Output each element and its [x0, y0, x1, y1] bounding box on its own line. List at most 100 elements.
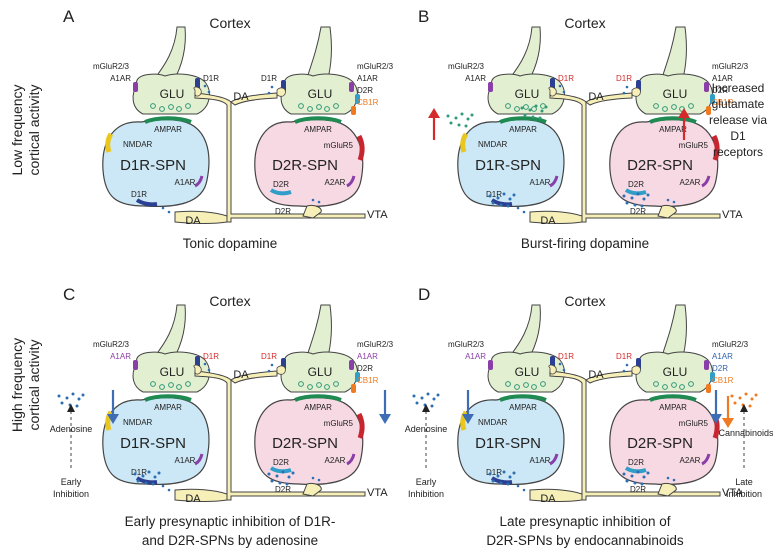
adenosine-dots — [57, 392, 85, 408]
glu-right-label: GLU — [663, 365, 688, 379]
glu-right-label: GLU — [308, 87, 333, 101]
d1-d1r-label: D1R — [131, 468, 147, 477]
right-mglur23-label: mGluR2/3 — [712, 340, 749, 349]
vta-label: VTA — [722, 487, 743, 499]
caption-line-1: D2R-SPNs by endocannabinoids — [486, 533, 684, 548]
ampar-right-label: AMPAR — [304, 125, 332, 134]
adenosine-label: Adenosine — [405, 424, 448, 434]
late-inhibition-line-0: Late — [735, 477, 753, 487]
vta-label: VTA — [722, 209, 743, 221]
left-mglur23-label: mGluR2/3 — [93, 340, 130, 349]
d1r-spn-title: D1R-SPN — [475, 435, 541, 452]
glu-right-label: GLU — [663, 87, 688, 101]
right-a1ar-label: A1AR — [712, 352, 733, 361]
row-label-top-line1: Low frequency — [9, 84, 25, 175]
d1-d1r-label: D1R — [486, 190, 502, 199]
caption-line-0: Late presynaptic inhibition of — [499, 514, 670, 529]
ampar-left-label: AMPAR — [154, 403, 182, 412]
glu-left-label: GLU — [515, 87, 540, 101]
d2-d2r-label: D2R — [628, 458, 644, 467]
d1r-spn-title: D1R-SPN — [120, 435, 186, 452]
right-cb1r-label: CB1R — [712, 98, 734, 107]
nmdar-label: NMDAR — [478, 140, 508, 149]
vta-label: VTA — [367, 209, 388, 221]
glutamate-release-dots-left — [446, 112, 474, 128]
d2-d2r-label: D2R — [273, 180, 289, 189]
caption-line-1: and D2R-SPNs by adenosine — [142, 533, 318, 548]
panel-letter: C — [63, 285, 75, 304]
d2-d2r-label: D2R — [628, 180, 644, 189]
late-inhibition-line-1: Inhibition — [726, 489, 762, 499]
increase-arrow-right — [678, 108, 690, 140]
adenosine-label: Adenosine — [50, 424, 93, 434]
da-bottom-label: DA — [540, 215, 556, 227]
side-text-line-0: Increased — [712, 81, 765, 95]
caption-line-0: Burst-firing dopamine — [521, 236, 649, 251]
glu-right-label: GLU — [308, 365, 333, 379]
cortex-label: Cortex — [564, 293, 605, 309]
early-inhibition-line-0: Early — [61, 477, 82, 487]
glu-left-label: GLU — [515, 365, 540, 379]
right-cb1r-label: CB1R — [712, 376, 734, 385]
left-d1r-label: D1R — [203, 352, 219, 361]
da-top-label: DA — [233, 369, 249, 381]
mglur5-label: mGluR5 — [324, 419, 354, 428]
d1r-spn-title: D1R-SPN — [120, 157, 186, 174]
mglur5-label: mGluR5 — [679, 419, 709, 428]
cortex-label: Cortex — [209, 293, 250, 309]
left-d1r-label: D1R — [203, 74, 219, 83]
cannabinoid-arrow — [722, 396, 734, 428]
d1r-spn-title: D1R-SPN — [475, 157, 541, 174]
decrease-arrow-right — [379, 390, 391, 424]
panel-letter: B — [418, 7, 429, 26]
right-d1r-label: D1R — [616, 74, 632, 83]
da-bottom-label: DA — [540, 493, 556, 505]
late-inhibition-arrowhead — [740, 404, 748, 412]
right-a1ar-label: A1AR — [357, 352, 378, 361]
d1-a1ar-label: A1AR — [530, 178, 551, 187]
da-top-label: DA — [588, 91, 604, 103]
ampar-left-label: AMPAR — [509, 403, 537, 412]
side-text-line-4: receptors — [713, 145, 763, 159]
dopamine-dots-right — [267, 470, 295, 486]
right-mglur23-label: mGluR2/3 — [357, 340, 394, 349]
d1-a1ar-label: A1AR — [175, 178, 196, 187]
d1-d1r-label: D1R — [131, 190, 147, 199]
left-mglur23-label: mGluR2/3 — [93, 62, 130, 71]
ampar-right-label: AMPAR — [659, 403, 687, 412]
cortex-label: Cortex — [209, 15, 250, 31]
right-d2r-label: D2R — [712, 364, 728, 373]
d2r-terminal-label: D2R — [275, 207, 291, 216]
d2-d2r-label: D2R — [273, 458, 289, 467]
panel-letter: D — [418, 285, 430, 304]
early-inhibition-line-1: Inhibition — [408, 489, 444, 499]
left-d1r-label: D1R — [558, 74, 574, 83]
d2-a2ar-label: A2AR — [325, 456, 346, 465]
ampar-left-label: AMPAR — [509, 125, 537, 134]
right-d2r-label: D2R — [712, 86, 728, 95]
d2r-terminal-label: D2R — [275, 485, 291, 494]
d2r-spn-title: D2R-SPN — [272, 157, 338, 174]
right-cb1r-label: CB1R — [357, 98, 379, 107]
right-mglur23-label: mGluR2/3 — [357, 62, 394, 71]
glutamate-release-dots-center — [520, 104, 548, 120]
cannabinoids-label: Cannabinoids — [718, 428, 773, 438]
right-d2r-label: D2R — [357, 86, 373, 95]
right-d2r-label: D2R — [357, 364, 373, 373]
d2r-spn-title: D2R-SPN — [627, 435, 693, 452]
side-text-line-2: release via — [709, 113, 767, 127]
left-a1ar-label: A1AR — [110, 352, 131, 361]
row-label-bottom-line2: cortical activity — [26, 339, 42, 430]
dopamine-burst-dots-right — [622, 192, 650, 208]
left-a1ar-label: A1AR — [465, 74, 486, 83]
ampar-right-label: AMPAR — [304, 403, 332, 412]
dopamine-burst-dots-left — [488, 192, 516, 208]
da-top-label: DA — [588, 369, 604, 381]
nmdar-label: NMDAR — [123, 140, 153, 149]
d2r-spn-title: D2R-SPN — [627, 157, 693, 174]
ampar-left-label: AMPAR — [154, 125, 182, 134]
row-label-top-line2: cortical activity — [26, 84, 42, 175]
